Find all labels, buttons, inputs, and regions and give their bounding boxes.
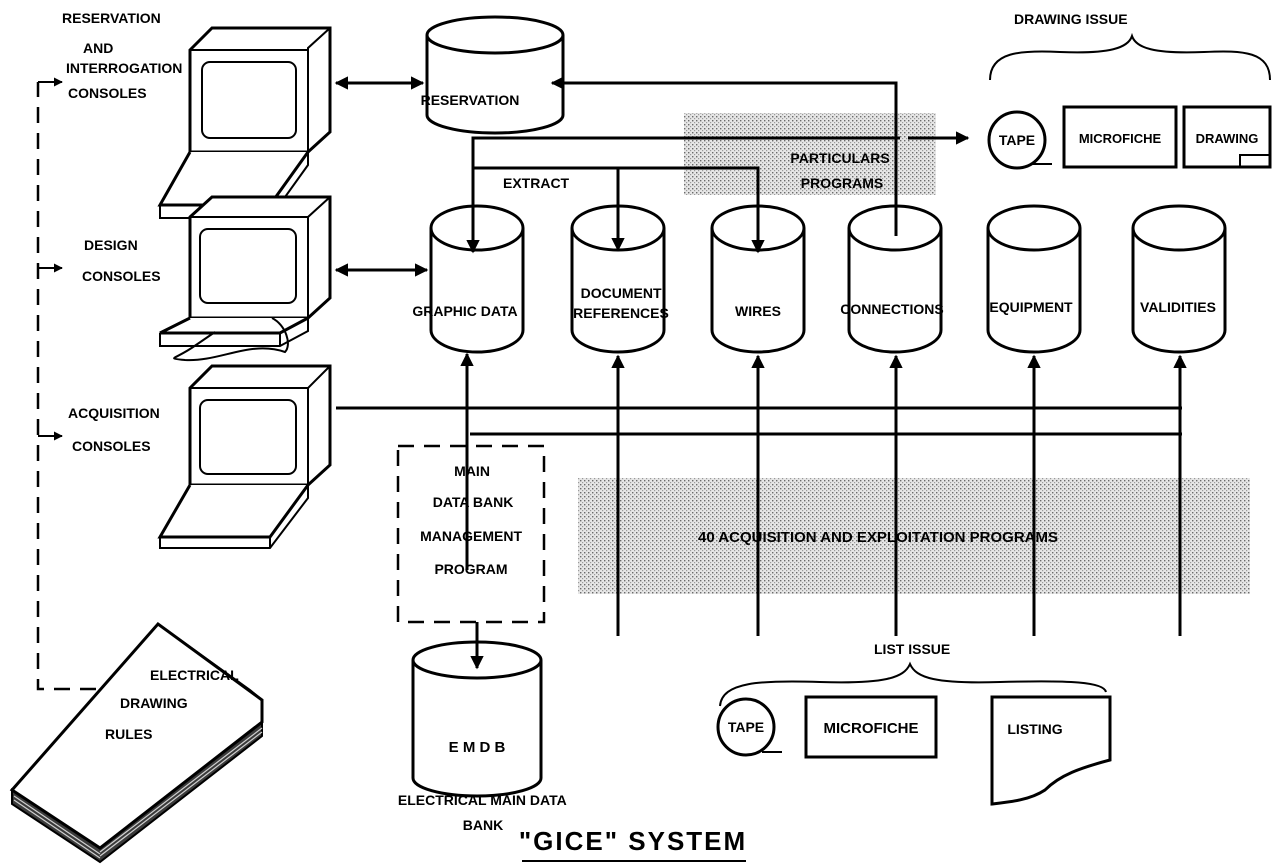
drawing-microfiche-label: MICROFICHE xyxy=(1079,131,1162,146)
list-microfiche-label: MICROFICHE xyxy=(824,720,919,737)
design-console-label: DESIGN CONSOLES xyxy=(82,237,161,284)
listing-page-icon xyxy=(992,697,1110,804)
equipment-database xyxy=(988,206,1080,352)
drawing-issue-brace xyxy=(990,36,1270,80)
connections-label: CONNECTIONS xyxy=(840,301,943,317)
list-issue-heading: LIST ISSUE xyxy=(874,641,950,657)
drawing-issue-heading: DRAWING ISSUE xyxy=(1014,11,1128,27)
validities-database xyxy=(1133,206,1225,352)
graphic-data-label: GRAPHIC DATA xyxy=(412,303,517,319)
acquisition-console-label: ACQUISITION CONSOLES xyxy=(68,405,164,454)
acquisition-terminal-icon xyxy=(160,366,330,548)
reservation-console-label: RESERVATION AND INTERROGATION CONSOLES xyxy=(62,10,186,101)
rules-feedback-line xyxy=(38,82,148,689)
equipment-label: EQUIPMENT xyxy=(989,299,1073,315)
drawing-drawing-label: DRAWING xyxy=(1196,131,1259,146)
drawing-tape-label: TAPE xyxy=(999,132,1035,148)
management-program-label: MAIN DATA BANK MANAGEMENT PROGRAM xyxy=(420,463,526,577)
design-terminal-icon xyxy=(160,197,330,360)
listing-label: LISTING xyxy=(1007,721,1062,737)
acquisition-programs-label: 40 ACQUISITION AND EXPLOITATION PROGRAMS xyxy=(698,529,1058,546)
reservation-database xyxy=(427,17,563,133)
wires-label: WIRES xyxy=(735,303,781,319)
reservation-database-label: RESERVATION xyxy=(421,92,520,108)
graphic-data-database xyxy=(431,206,523,352)
reservation-terminal-icon xyxy=(160,28,330,218)
diagram-title: "GICE" SYSTEM xyxy=(519,826,747,856)
emdb-label: E M D B xyxy=(449,739,506,756)
validities-label: VALIDITIES xyxy=(1140,299,1216,315)
rules-book-icon xyxy=(12,624,262,862)
list-tape-label: TAPE xyxy=(728,719,764,735)
extract-label: EXTRACT xyxy=(503,175,570,191)
